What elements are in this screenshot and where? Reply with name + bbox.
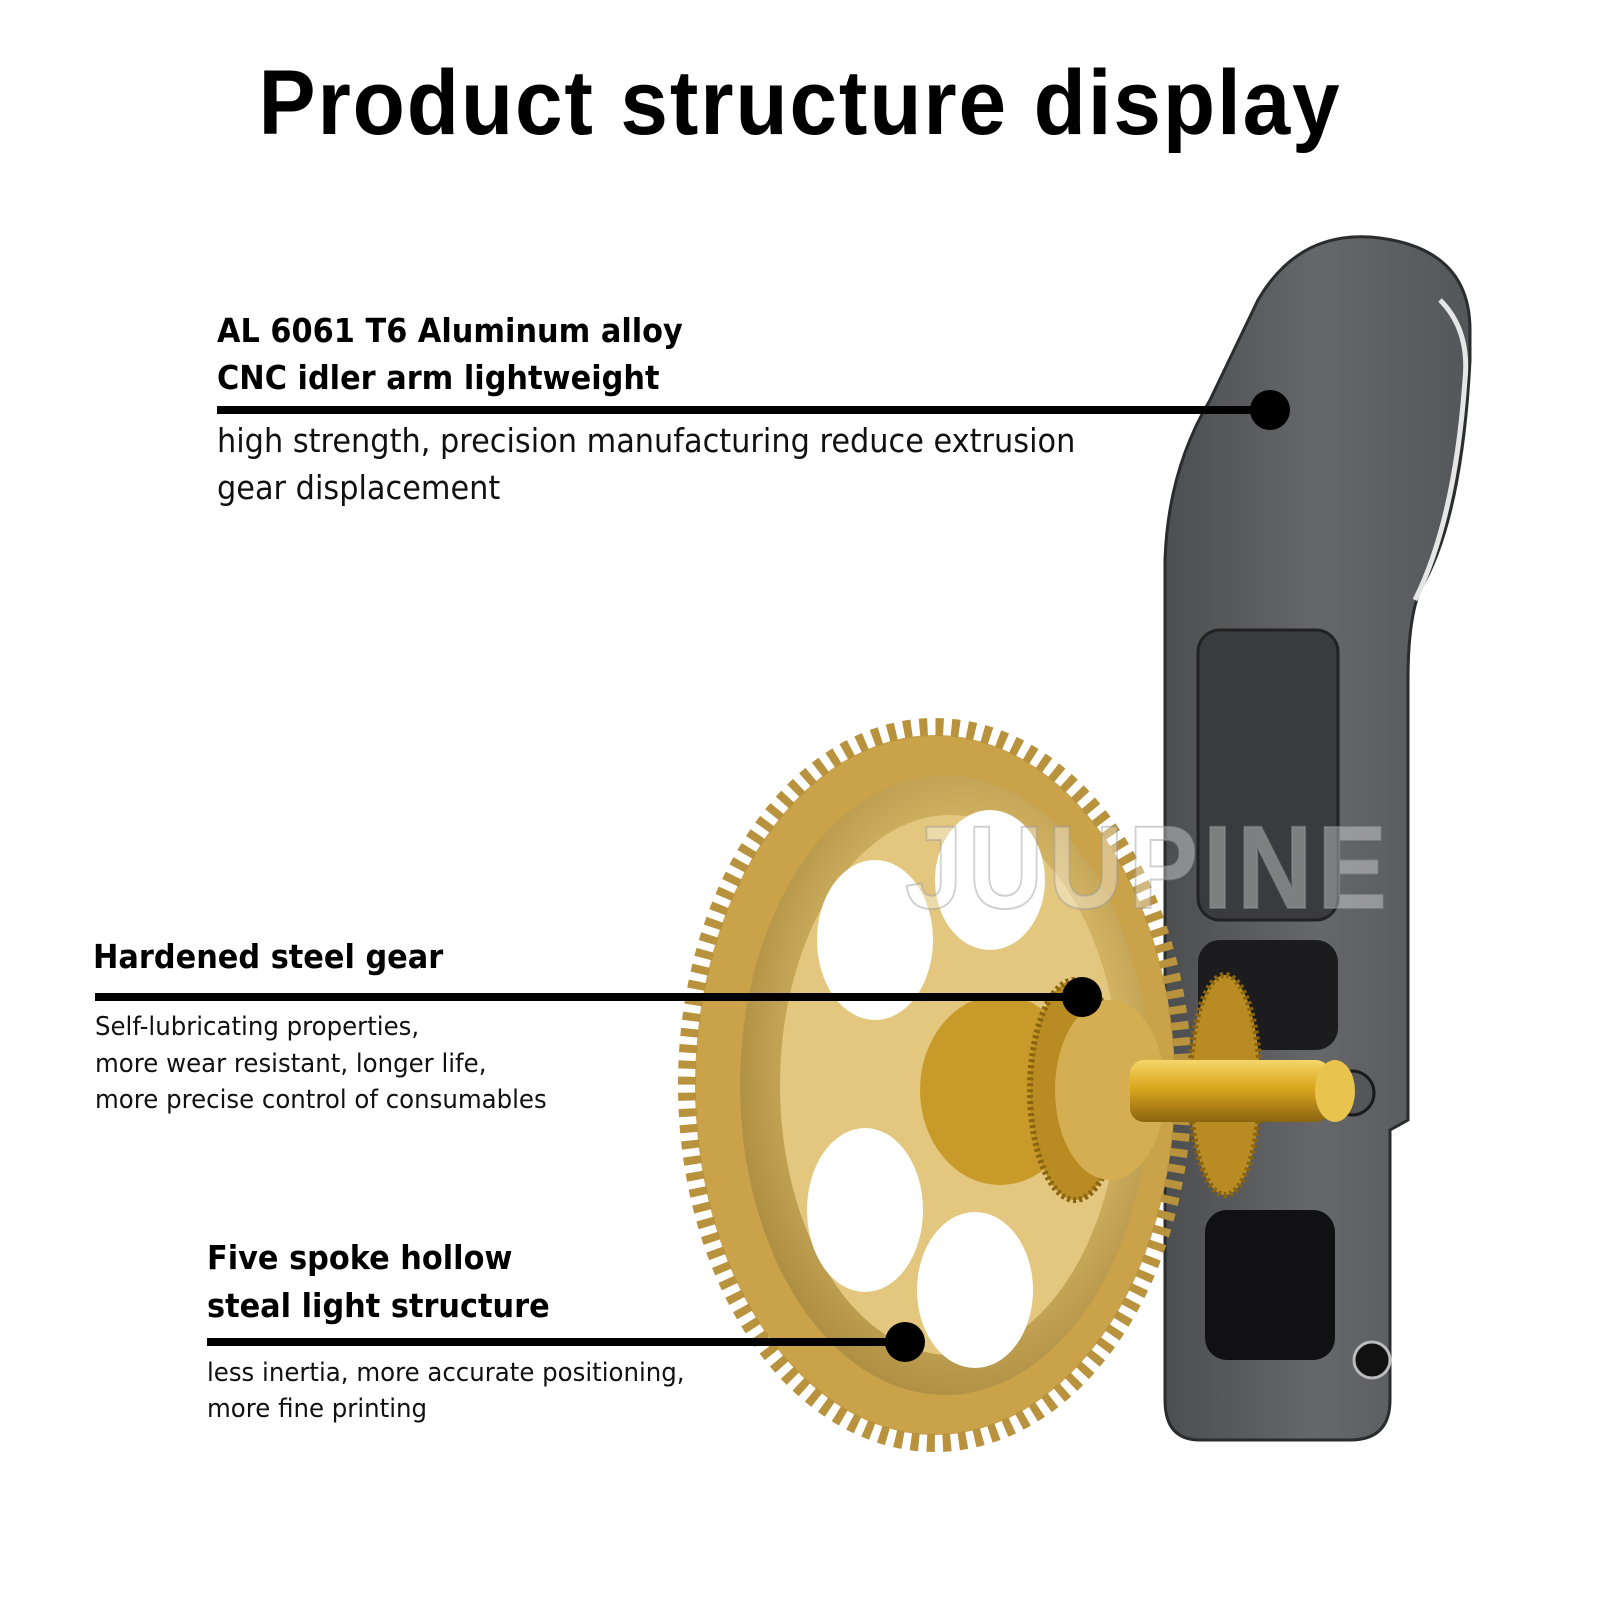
callout-dot-marker — [885, 1322, 925, 1362]
callout-heading: Hardened steel gear — [93, 937, 444, 976]
callout-dot-marker — [1062, 977, 1102, 1017]
callout-description: more fine printing — [207, 1394, 427, 1424]
callout-leader-line — [95, 993, 1082, 1001]
callout-description: gear displacement — [217, 468, 501, 507]
callout-leader-line — [217, 406, 1269, 414]
brand-watermark: JUUPINE — [904, 801, 1393, 935]
callout-heading: AL 6061 T6 Aluminum alloy — [217, 311, 683, 350]
callout-description: high strength, precision manufacturing r… — [217, 421, 1076, 460]
callout-heading: Five spoke hollow — [207, 1238, 513, 1277]
callout-description: Self-lubricating properties, — [95, 1012, 420, 1042]
page-title: Product structure display — [258, 52, 1342, 154]
callout-heading: CNC idler arm lightweight — [217, 358, 660, 397]
callout-leader-line — [207, 1338, 905, 1346]
callout-description: less inertia, more accurate positioning, — [207, 1358, 685, 1388]
brass-gear — [678, 718, 1355, 1452]
callout-dot-marker — [1250, 390, 1290, 430]
callout-description: more wear resistant, longer life, — [95, 1049, 487, 1079]
callout-heading: steal light structure — [207, 1286, 550, 1325]
callout-description: more precise control of consumables — [95, 1085, 547, 1115]
